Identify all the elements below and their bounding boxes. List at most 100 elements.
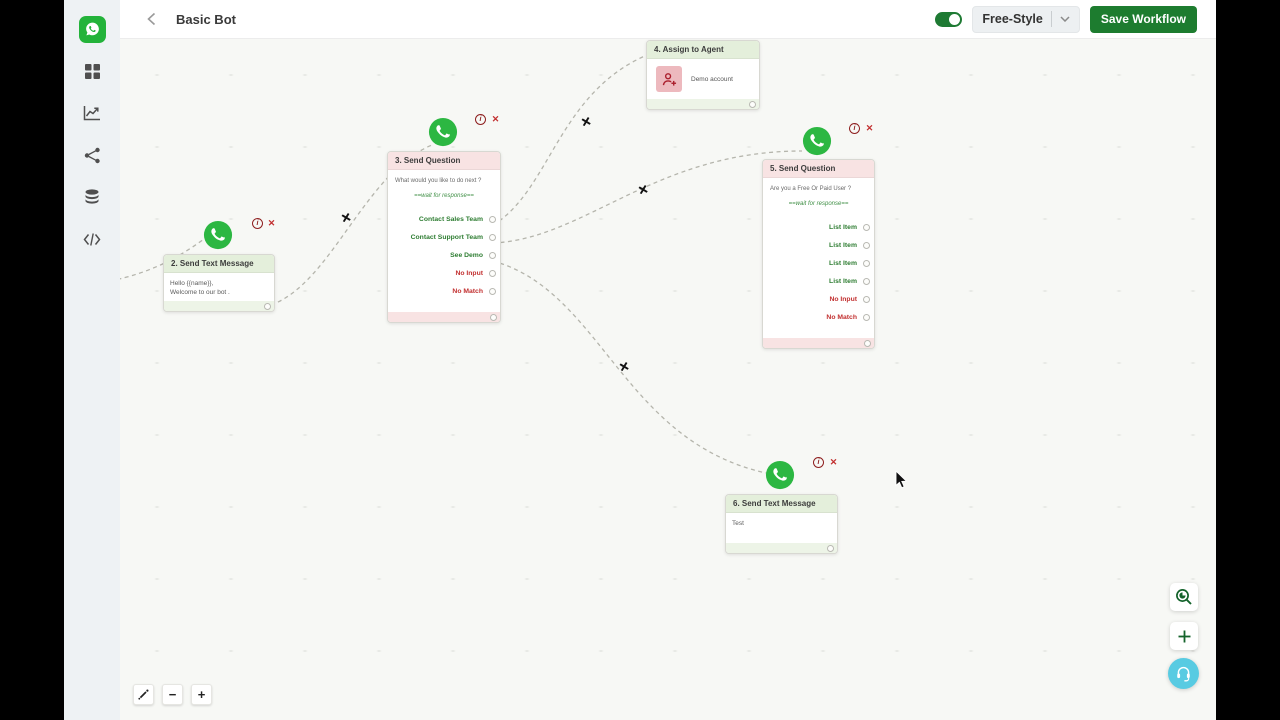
node-assign-agent-4[interactable]: 4. Assign to Agent Demo account bbox=[646, 40, 760, 110]
option-label: Contact Support Team bbox=[410, 233, 483, 241]
topbar-actions: Free-Style Save Workflow bbox=[935, 5, 1197, 33]
option-row: List Item bbox=[763, 254, 874, 272]
node-title: 4. Assign to Agent bbox=[647, 41, 759, 59]
sidebar-item-database[interactable] bbox=[78, 183, 106, 211]
zoom-in-button[interactable]: + bbox=[191, 684, 212, 705]
sidebar bbox=[64, 0, 120, 720]
wire-node3-to-node5 bbox=[492, 150, 803, 244]
options-list: Contact Sales Team Contact Support Team … bbox=[388, 210, 500, 300]
sidebar-item-share[interactable] bbox=[78, 141, 106, 169]
node-message-body: Test bbox=[726, 513, 837, 534]
workflow-canvas[interactable]: 2. Send Text Message Hello {{name}}, Wel… bbox=[120, 39, 1216, 720]
save-workflow-button[interactable]: Save Workflow bbox=[1089, 5, 1197, 33]
option-label: No Match bbox=[452, 287, 483, 295]
option-connector[interactable] bbox=[489, 233, 496, 241]
canvas-zoom-controls: − + bbox=[133, 684, 212, 705]
wait-for-response-note: ==wait for response== bbox=[788, 201, 849, 207]
option-connector[interactable] bbox=[863, 295, 870, 303]
message-line: Welcome to our bot . bbox=[170, 289, 230, 296]
message-line: Test bbox=[732, 520, 744, 527]
node-send-question-5[interactable]: 5. Send Question Are you a Free Or Paid … bbox=[762, 159, 875, 349]
option-row: Contact Sales Team bbox=[388, 210, 500, 228]
mode-select[interactable]: Free-Style bbox=[972, 5, 1080, 33]
zoom-fit-icon bbox=[1176, 589, 1192, 605]
sidebar-item-whatsapp[interactable] bbox=[78, 15, 106, 43]
option-connector[interactable] bbox=[489, 251, 496, 259]
info-icon[interactable] bbox=[813, 457, 824, 468]
support-chat-button[interactable] bbox=[1168, 658, 1199, 689]
whatsapp-node-icon[interactable] bbox=[203, 220, 233, 250]
wand-icon bbox=[138, 689, 149, 700]
options-list: List Item List Item List Item List Item … bbox=[763, 218, 874, 326]
whatsapp-node-icon[interactable] bbox=[428, 117, 458, 147]
option-connector[interactable] bbox=[489, 215, 496, 223]
delete-connection-icon[interactable] bbox=[635, 182, 652, 199]
option-label: List Item bbox=[829, 277, 857, 285]
back-button[interactable] bbox=[142, 10, 160, 28]
option-label: List Item bbox=[829, 241, 857, 249]
option-connector[interactable] bbox=[863, 313, 870, 321]
zoom-out-button[interactable]: − bbox=[162, 684, 183, 705]
option-connector[interactable] bbox=[489, 287, 496, 295]
share-icon bbox=[84, 147, 100, 163]
node-footer bbox=[164, 301, 274, 311]
delete-connection-icon[interactable] bbox=[616, 359, 633, 376]
option-row: No Input bbox=[388, 264, 500, 282]
info-icon[interactable] bbox=[849, 123, 860, 134]
option-label: No Match bbox=[826, 313, 857, 321]
output-connector[interactable] bbox=[490, 314, 497, 321]
output-connector[interactable] bbox=[827, 545, 834, 552]
option-label: See Demo bbox=[450, 251, 483, 259]
node-title: 6. Send Text Message bbox=[726, 495, 837, 513]
option-connector[interactable] bbox=[863, 241, 870, 249]
sidebar-item-dashboard[interactable] bbox=[78, 57, 106, 85]
option-row: No Input bbox=[763, 290, 874, 308]
wait-for-response-note: ==wait for response== bbox=[414, 193, 474, 199]
node-send-question-3[interactable]: 3. Send Question What would you like to … bbox=[387, 151, 501, 323]
output-connector[interactable] bbox=[749, 101, 756, 108]
option-connector[interactable] bbox=[863, 223, 870, 231]
toggle-knob bbox=[949, 13, 961, 25]
wand-tool-button[interactable] bbox=[133, 684, 154, 705]
node-title: 2. Send Text Message bbox=[164, 255, 274, 273]
delete-connection-icon[interactable] bbox=[578, 114, 595, 131]
node-send-text-6[interactable]: 6. Send Text Message Test bbox=[725, 494, 838, 554]
whatsapp-node-icon[interactable] bbox=[765, 460, 795, 490]
topbar: Basic Bot Free-Style Save Workflow bbox=[120, 0, 1216, 39]
output-connector[interactable] bbox=[264, 303, 271, 310]
option-label: No Input bbox=[455, 269, 483, 277]
plus-icon bbox=[1178, 630, 1190, 642]
zoom-fit-button[interactable] bbox=[1170, 583, 1198, 611]
page-title: Basic Bot bbox=[176, 11, 236, 27]
option-connector[interactable] bbox=[863, 259, 870, 267]
message-line: Hello {{name}}, bbox=[170, 280, 214, 287]
add-node-button[interactable] bbox=[1170, 622, 1198, 650]
option-connector[interactable] bbox=[489, 269, 496, 277]
headset-icon bbox=[1177, 666, 1190, 682]
option-label: No Input bbox=[829, 295, 857, 303]
output-connector[interactable] bbox=[864, 340, 871, 347]
code-icon bbox=[83, 232, 101, 246]
sidebar-item-developer[interactable] bbox=[78, 225, 106, 253]
close-icon[interactable] bbox=[266, 218, 277, 229]
node-title: 3. Send Question bbox=[388, 152, 500, 170]
option-connector[interactable] bbox=[863, 277, 870, 285]
info-icon[interactable] bbox=[252, 218, 263, 229]
node-title: 5. Send Question bbox=[763, 160, 874, 178]
close-icon[interactable] bbox=[490, 114, 501, 125]
close-icon[interactable] bbox=[864, 123, 875, 134]
option-row: No Match bbox=[388, 282, 500, 300]
question-text: What would you like to do next ? bbox=[395, 178, 482, 184]
close-icon[interactable] bbox=[828, 457, 839, 468]
workflow-toggle[interactable] bbox=[935, 11, 963, 27]
mouse-cursor bbox=[895, 471, 908, 489]
delete-connection-icon[interactable] bbox=[338, 210, 355, 227]
whatsapp-node-icon[interactable] bbox=[802, 126, 832, 156]
plus-icon: + bbox=[197, 687, 206, 702]
node-send-text-2[interactable]: 2. Send Text Message Hello {{name}}, Wel… bbox=[163, 254, 275, 312]
wire-node3-to-node4 bbox=[492, 54, 648, 226]
sidebar-item-analytics[interactable] bbox=[78, 99, 106, 127]
node-footer bbox=[388, 312, 500, 322]
whatsapp-logo-icon bbox=[78, 15, 106, 43]
info-icon[interactable] bbox=[475, 114, 486, 125]
